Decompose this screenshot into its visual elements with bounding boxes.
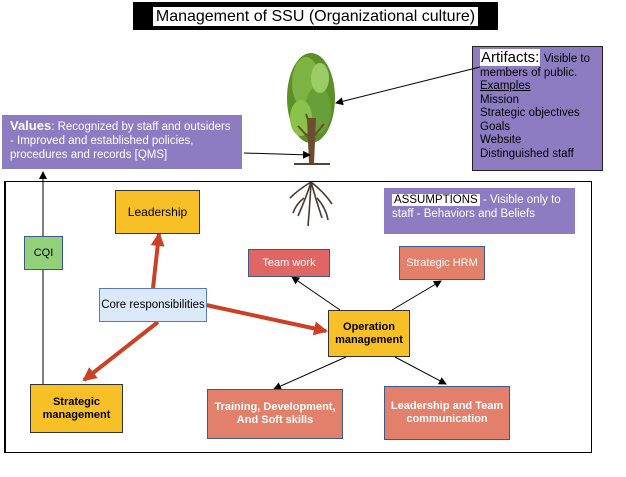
core-to-operation-arrow xyxy=(205,303,328,336)
diagram-title: Management of SSU (Organizational cultur… xyxy=(152,6,479,26)
strategic-hrm-box: Strategic HRM xyxy=(399,246,485,280)
tree-icon xyxy=(287,53,335,227)
training-box: Training, Development, And Soft skills xyxy=(207,389,343,439)
artifacts-item: Mission xyxy=(480,93,519,106)
artifacts-item: Website xyxy=(480,134,522,146)
core-to-strategic-arrow xyxy=(82,320,160,382)
assumptions-box: ASSUMPTIONS - Visible only to staff - Be… xyxy=(384,188,575,234)
leadership-team-label: Leadership and Team communication xyxy=(390,400,504,425)
leadership-box: Leadership xyxy=(115,190,200,234)
operation-to-teamwork-arrow xyxy=(291,276,341,311)
values-box: Values: Recognized by staff and outsider… xyxy=(2,115,242,169)
strategic-hrm-label: Strategic HRM xyxy=(406,256,478,269)
artifacts-examples-label: Examples xyxy=(480,80,531,92)
teamwork-box: Team work xyxy=(248,249,330,277)
teamwork-label: Team work xyxy=(262,256,316,269)
artifacts-box: Artifacts: Visible to members of public.… xyxy=(472,46,603,171)
values-text: : Recognized by staff and outsiders - Im… xyxy=(10,121,231,161)
core-responsibilities-box: Core responsibilities xyxy=(99,288,207,322)
artifacts-subtitle: Visible to members of public. xyxy=(480,53,591,79)
artifacts-to-tree-arrow xyxy=(335,66,481,106)
operation-to-leadership-team-arrow xyxy=(394,356,447,385)
cqi-box: CQI xyxy=(24,236,63,270)
diagram-title-bar: Management of SSU (Organizational cultur… xyxy=(133,2,498,30)
artifacts-item: Goals xyxy=(480,120,511,133)
strategic-management-box: Strategic management xyxy=(30,384,123,433)
assumptions-heading: ASSUMPTIONS xyxy=(392,194,480,206)
assumptions-frame xyxy=(4,181,592,453)
strategic-management-label: Strategic management xyxy=(42,395,111,421)
core-to-leadership-arrow xyxy=(150,232,165,289)
operation-to-training-arrow xyxy=(273,356,347,390)
core-responsibilities-label: Core responsibilities xyxy=(101,298,205,311)
values-heading: Values xyxy=(10,118,52,133)
artifacts-item: Strategic objectives xyxy=(480,107,580,119)
artifacts-heading: Artifacts: xyxy=(480,49,541,66)
leadership-team-box: Leadership and Team communication xyxy=(384,386,510,440)
values-to-tree-arrow xyxy=(243,150,311,159)
operation-to-hrm-arrow xyxy=(391,280,442,311)
operation-management-label: Operation management xyxy=(335,320,403,346)
artifacts-item: Distinguished staff xyxy=(480,147,574,160)
leadership-label: Leadership xyxy=(127,204,188,219)
cqi-label: CQI xyxy=(33,246,54,259)
operation-management-box: Operation management xyxy=(328,310,410,357)
training-label: Training, Development, And Soft skills xyxy=(214,401,336,426)
assumptions-text: - Visible only to staff - Behaviors and … xyxy=(392,194,561,220)
